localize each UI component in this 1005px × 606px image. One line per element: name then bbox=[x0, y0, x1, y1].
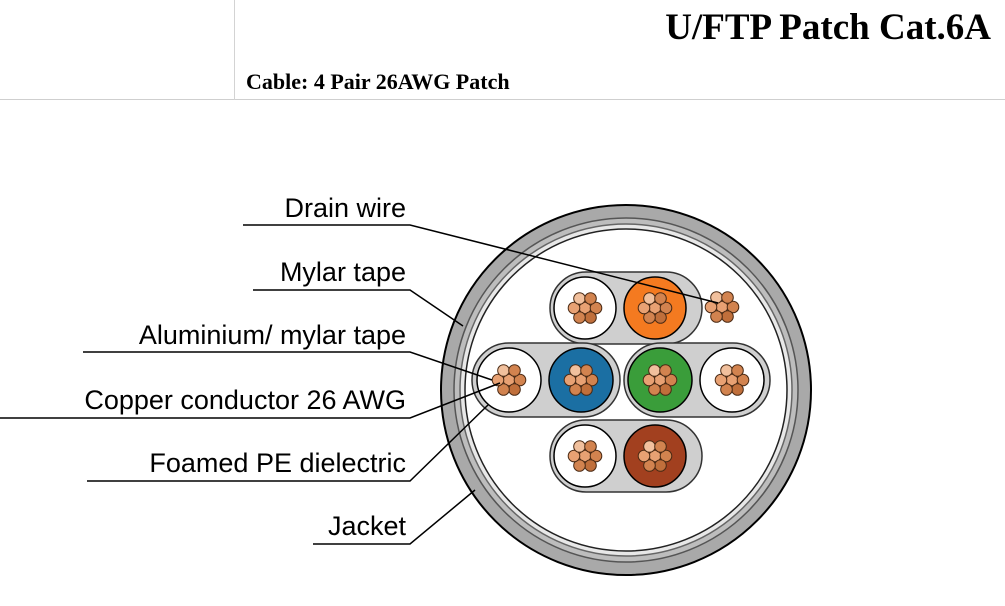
callout-lines bbox=[0, 224, 719, 545]
leader-mylar-tape bbox=[253, 289, 464, 327]
copper-strands bbox=[637, 440, 673, 472]
conductor-brown bbox=[623, 424, 687, 488]
label-mylar-tape: Mylar tape bbox=[280, 257, 406, 287]
conductor-green bbox=[627, 347, 693, 413]
copper-strands bbox=[567, 292, 603, 324]
label-jacket: Jacket bbox=[328, 511, 407, 541]
conductor-white-orange bbox=[553, 276, 617, 340]
leader-jacket bbox=[313, 489, 476, 545]
label-drain-wire: Drain wire bbox=[284, 193, 406, 223]
copper-strands bbox=[714, 364, 750, 396]
header-divider bbox=[234, 0, 235, 100]
conductor-white-green bbox=[699, 347, 765, 413]
drain-wire bbox=[704, 291, 740, 323]
copper-strands bbox=[567, 440, 603, 472]
conductor-white-brown bbox=[553, 424, 617, 488]
copper-strands bbox=[491, 364, 527, 396]
callout-labels: Drain wire Mylar tape Aluminium/ mylar t… bbox=[84, 193, 406, 541]
leader-copper-conductor bbox=[0, 382, 501, 419]
copper-strands bbox=[642, 364, 678, 396]
header: U/FTP Patch Cat.6A Cable: 4 Pair 26AWG P… bbox=[0, 0, 1005, 100]
cable-cross-section bbox=[440, 204, 812, 576]
label-aluminium-mylar-tape: Aluminium/ mylar tape bbox=[139, 320, 406, 350]
copper-strands bbox=[563, 364, 599, 396]
page-title: U/FTP Patch Cat.6A bbox=[665, 7, 991, 48]
leader-aluminium-mylar-tape bbox=[83, 351, 493, 381]
copper-strands bbox=[637, 292, 673, 324]
label-copper-conductor: Copper conductor 26 AWG bbox=[84, 385, 406, 415]
label-foamed-pe-dielectric: Foamed PE dielectric bbox=[149, 448, 406, 478]
conductor-white-blue bbox=[476, 347, 542, 413]
cable-subtitle: Cable: 4 Pair 26AWG Patch bbox=[246, 69, 510, 94]
conductor-orange bbox=[623, 276, 687, 340]
conductor-blue bbox=[548, 347, 614, 413]
leader-drain-wire bbox=[243, 224, 719, 304]
leader-foamed-pe-dielectric bbox=[87, 404, 489, 482]
cable-cross-section-diagram: Drain wire Mylar tape Aluminium/ mylar t… bbox=[0, 193, 812, 576]
